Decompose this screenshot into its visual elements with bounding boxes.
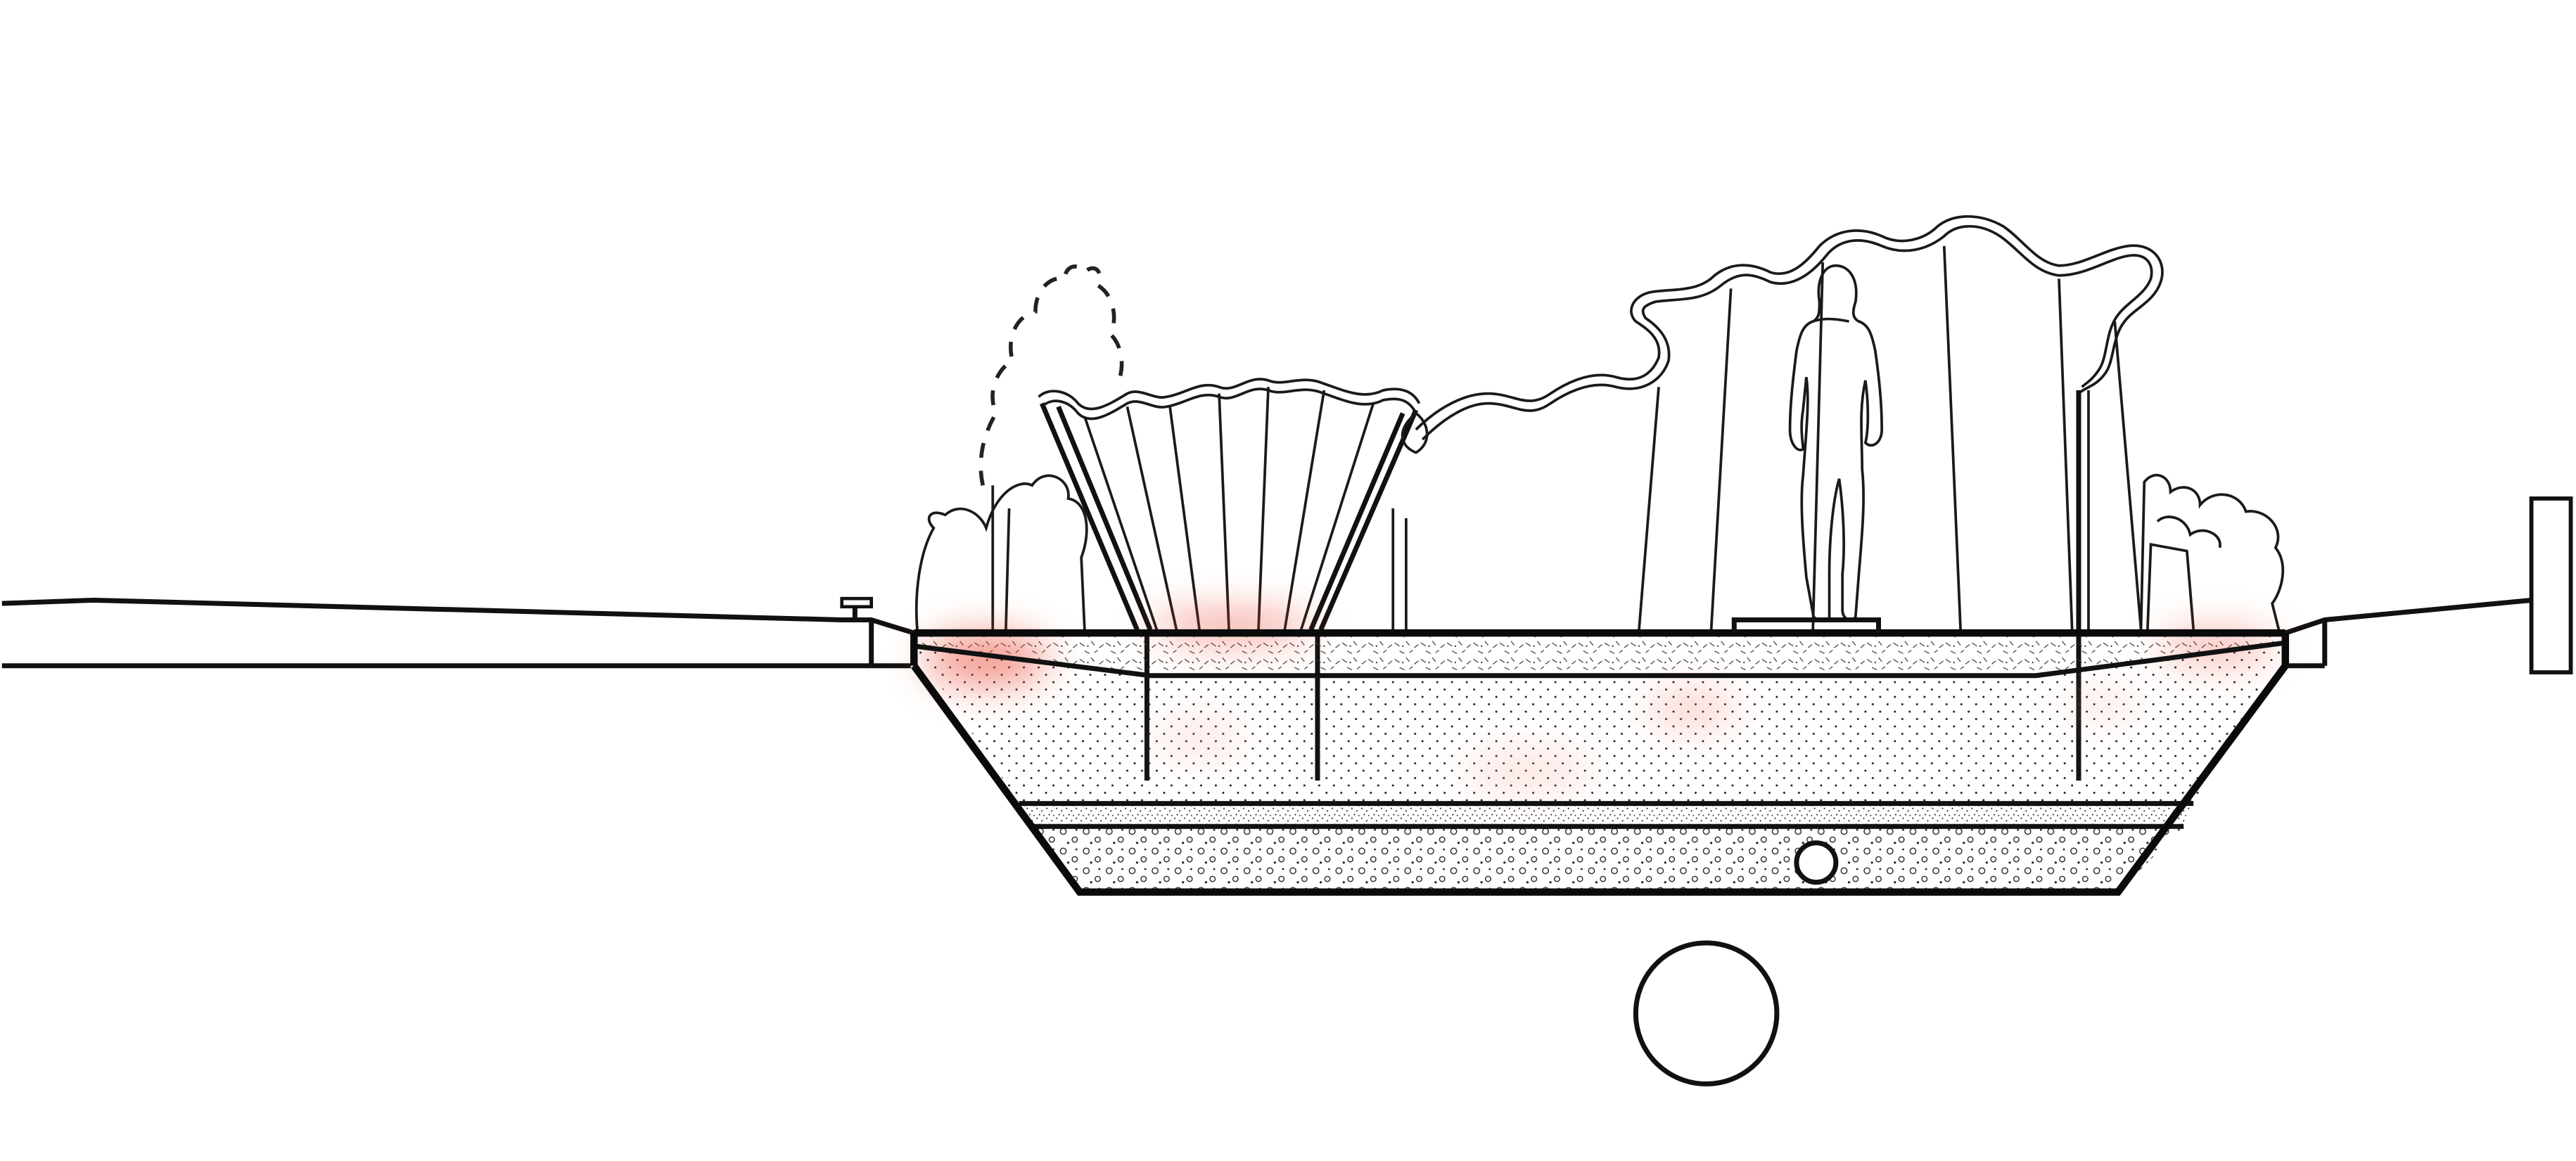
- shrubs-right: [2139, 473, 2285, 630]
- sculpture-v-canopy: [1038, 378, 1429, 781]
- tree-dashed-left: [978, 264, 1124, 486]
- drain-pipe-icon: [1794, 840, 1839, 885]
- bioretention-basin: [910, 613, 2290, 896]
- heat-overlay: [924, 613, 2276, 794]
- ground-right: [2284, 496, 2573, 675]
- sewer-pipe: [1633, 940, 1780, 1086]
- ground-left: [1, 596, 915, 669]
- shrubs-left: [914, 474, 1088, 630]
- standing-person-icon: [1788, 264, 1884, 623]
